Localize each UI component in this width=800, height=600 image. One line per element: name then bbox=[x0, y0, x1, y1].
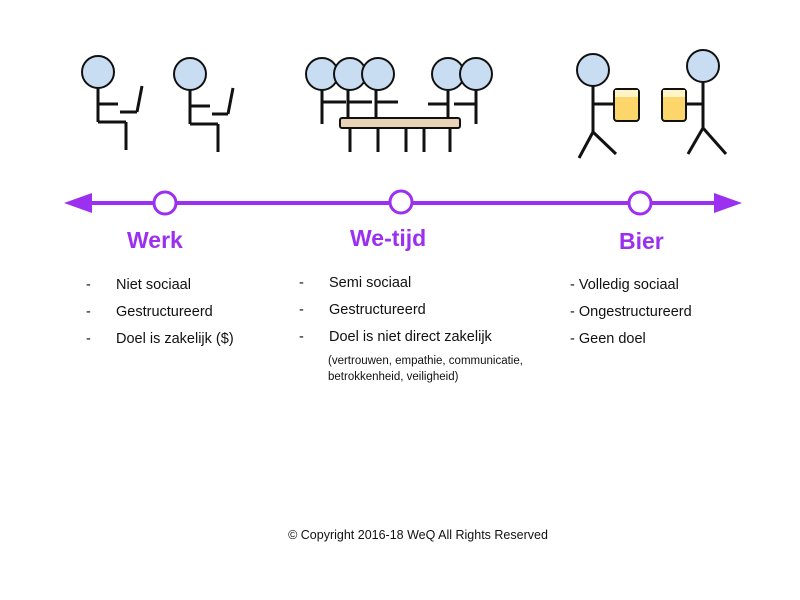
stage-title-werk: Werk bbox=[127, 227, 183, 253]
timeline-marker-werk bbox=[152, 190, 178, 216]
beer-figure-right bbox=[661, 49, 728, 155]
table-meeting-icon bbox=[305, 57, 493, 152]
workers-icon bbox=[81, 55, 235, 152]
timeline-marker-we-tijd bbox=[388, 189, 414, 215]
stage-title-we-tijd: We-tijd bbox=[350, 225, 427, 251]
stage-note-we-tijd: (vertrouwen, empathie, communicatie, bet… bbox=[328, 355, 523, 383]
worker-figure-right bbox=[173, 57, 235, 152]
timeline-marker-bier bbox=[627, 190, 653, 216]
double-arrow-timeline-icon bbox=[64, 189, 742, 216]
stage-title-bier: Bier bbox=[619, 228, 664, 254]
beer-figure-left bbox=[576, 53, 640, 159]
worker-figure-left bbox=[81, 55, 144, 150]
copyright-text: © Copyright 2016-18 WeQ All Rights Reser… bbox=[288, 528, 548, 542]
beer-people-icon bbox=[576, 49, 728, 159]
